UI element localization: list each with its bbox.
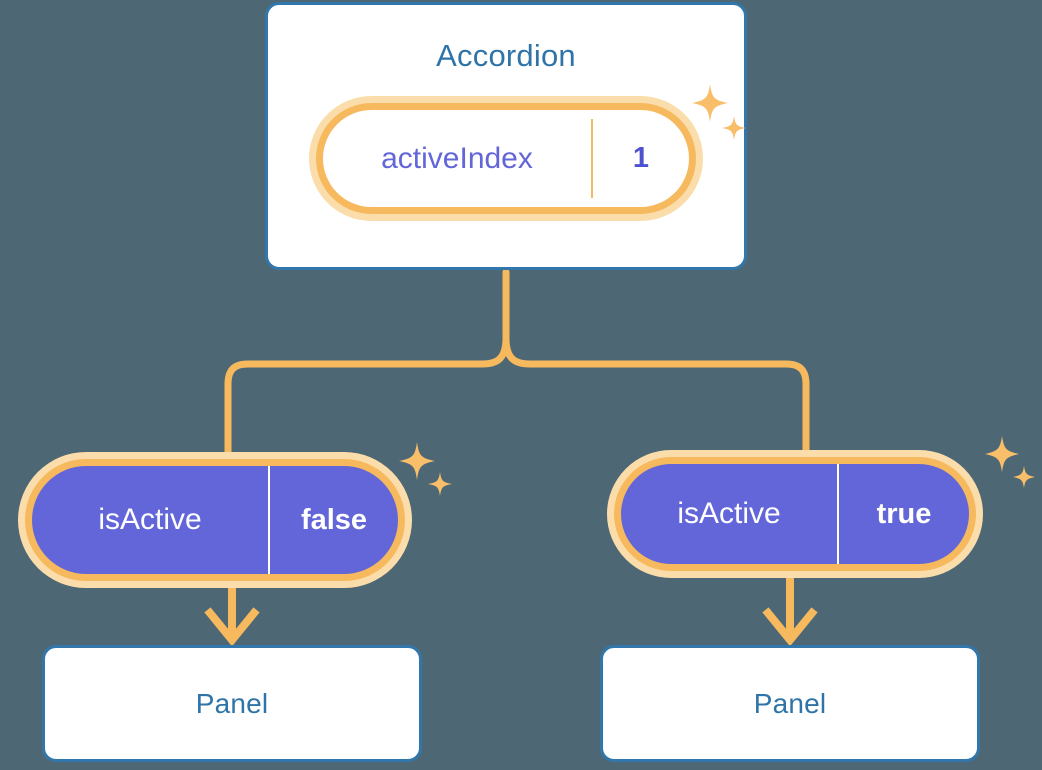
component-title: Panel [753, 687, 827, 719]
state-pill-isactive-true[interactable]: isActive true [607, 450, 983, 578]
state-key: isActive [677, 497, 781, 530]
component-node-panel-left[interactable]: Panel [42, 645, 422, 762]
state-divider [591, 119, 593, 198]
component-title: Accordion [436, 38, 576, 73]
arrow-down-icon-right [762, 578, 818, 647]
state-key: isActive [98, 503, 202, 536]
state-pill-activeindex[interactable]: activeIndex 1 [309, 96, 703, 221]
state-pill-ring: isActive true [614, 457, 976, 571]
state-value: true [876, 497, 932, 530]
sparkle-icon-right-pill [985, 436, 1035, 488]
state-value: false [300, 503, 368, 536]
state-pill-body: isActive false [32, 466, 398, 574]
state-divider [837, 464, 839, 564]
state-divider [268, 466, 270, 574]
component-node-panel-right[interactable]: Panel [600, 645, 980, 762]
state-pill-body: isActive true [621, 464, 969, 564]
connector-branch-right [502, 334, 810, 454]
state-pill-ring: isActive false [25, 459, 405, 581]
state-pill-ring: activeIndex 1 [316, 103, 696, 214]
state-key: activeIndex [381, 141, 533, 175]
arrow-down-icon-left [204, 588, 260, 647]
component-title: Panel [195, 687, 269, 719]
state-value: 1 [632, 142, 650, 174]
state-pill-isactive-false[interactable]: isActive false [18, 452, 412, 588]
state-pill-body: activeIndex 1 [323, 110, 689, 207]
connector-branch-left [224, 334, 510, 456]
